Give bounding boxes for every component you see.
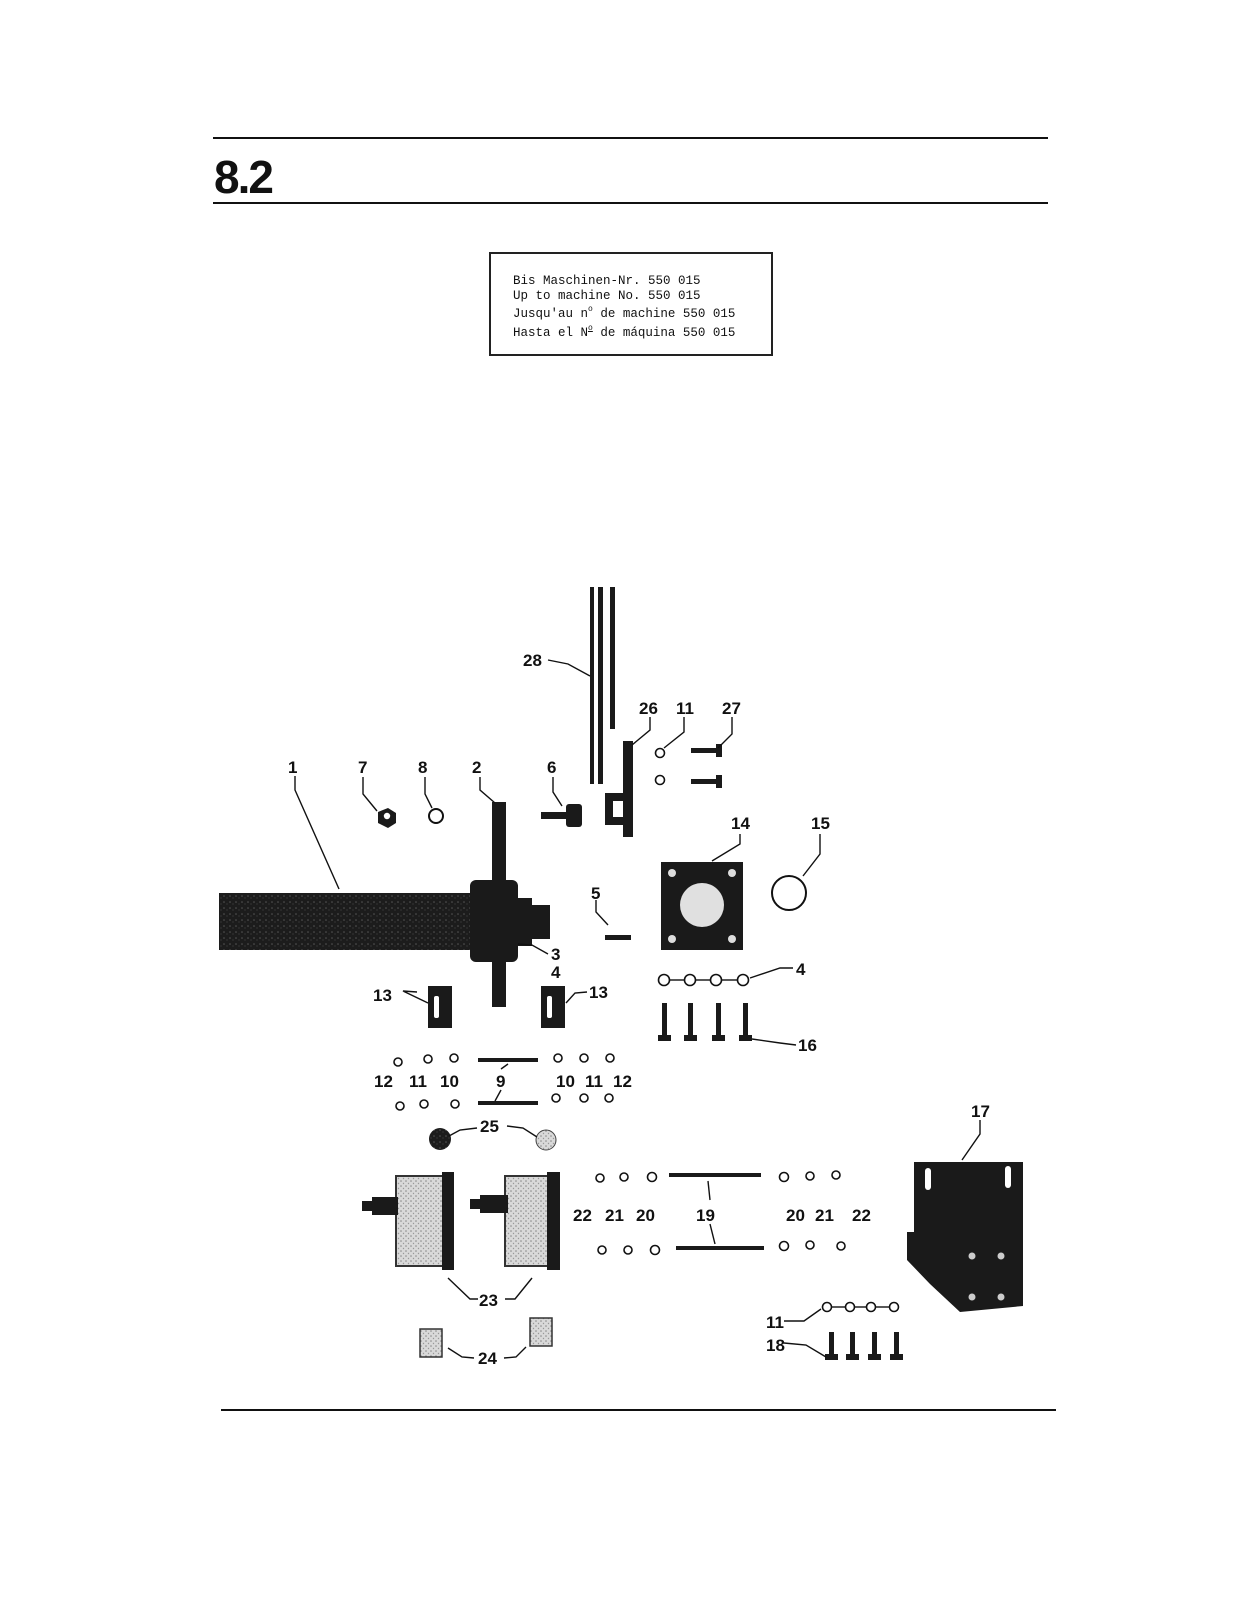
part-11-top-washers xyxy=(654,747,666,786)
label-23: 23 xyxy=(479,1291,498,1310)
label-13-right: 13 xyxy=(589,983,608,1002)
label-4-right: 4 xyxy=(796,960,806,979)
label-24: 24 xyxy=(478,1349,497,1368)
label-18: 18 xyxy=(766,1336,785,1355)
label-3: 3 xyxy=(551,945,560,964)
part-5-key xyxy=(605,935,631,940)
label-25: 25 xyxy=(480,1117,499,1136)
part-1-tube xyxy=(219,893,481,950)
parts-10-12-washers xyxy=(393,1053,615,1111)
label-27: 27 xyxy=(722,699,741,718)
label-15: 15 xyxy=(811,814,830,833)
part-9-bars xyxy=(478,1058,538,1105)
part-13-clamps xyxy=(428,986,565,1028)
label-20-right: 20 xyxy=(786,1206,805,1225)
part-23-valve-blocks xyxy=(362,1172,560,1270)
label-17: 17 xyxy=(971,1102,990,1121)
label-11-top: 11 xyxy=(676,699,694,718)
label-20-left: 20 xyxy=(636,1206,655,1225)
part-14-flange-plate xyxy=(661,862,743,950)
note-line-de: Bis Maschinen-Nr. 550 015 xyxy=(513,274,701,288)
label-12-left: 12 xyxy=(374,1072,393,1091)
label-12-right: 12 xyxy=(613,1072,632,1091)
label-21-right: 21 xyxy=(815,1206,834,1225)
section-number: 8.2 xyxy=(214,151,274,203)
bottom-rule xyxy=(221,1409,1056,1411)
part-16-screws xyxy=(658,1003,752,1041)
label-28: 28 xyxy=(523,651,542,670)
part-19-bars xyxy=(669,1173,764,1250)
leader-lines xyxy=(294,659,981,1359)
label-2: 2 xyxy=(472,758,481,777)
part-25-balls xyxy=(429,1128,557,1151)
label-11-right: 11 xyxy=(585,1072,603,1091)
header-rule xyxy=(213,202,1048,204)
note-line-es: Hasta el No de máquina 550 015 xyxy=(513,323,736,340)
parts-20-22-washers xyxy=(595,1170,846,1256)
label-22-right: 22 xyxy=(852,1206,871,1225)
part-7-nut xyxy=(378,808,396,828)
label-26: 26 xyxy=(639,699,658,718)
part-18-screws xyxy=(825,1332,903,1360)
note-line-en: Up to machine No. 550 015 xyxy=(513,288,701,303)
part-27-screws xyxy=(691,744,722,788)
note-line-fr: Jusqu'au no de machine 550 015 xyxy=(513,305,736,321)
label-6: 6 xyxy=(547,758,556,777)
part-11-bottom-washers xyxy=(821,1301,900,1313)
label-5: 5 xyxy=(591,884,600,903)
machine-number-note: Bis Maschinen-Nr. 550 015 Up to machine … xyxy=(489,252,773,356)
label-11-bottom: 11 xyxy=(766,1313,784,1332)
part-labels: 1 7 8 2 6 28 26 11 27 14 15 5 3 4 4 13 1… xyxy=(288,651,990,1368)
part-15-seal-ring xyxy=(771,875,807,911)
label-4-left: 4 xyxy=(551,963,561,982)
label-21-left: 21 xyxy=(605,1206,624,1225)
label-22-left: 22 xyxy=(573,1206,592,1225)
part-2-hub-plate xyxy=(470,802,550,1007)
part-24-fittings xyxy=(419,1317,553,1358)
label-13-left: 13 xyxy=(373,986,392,1005)
part-28-rods xyxy=(590,587,615,784)
label-9: 9 xyxy=(496,1072,505,1091)
label-10-left: 10 xyxy=(440,1072,459,1091)
part-26-bracket xyxy=(605,741,633,837)
label-1: 1 xyxy=(288,758,297,777)
label-11-left: 11 xyxy=(409,1072,427,1091)
top-rule xyxy=(213,137,1048,139)
label-10-right: 10 xyxy=(556,1072,575,1091)
label-14: 14 xyxy=(731,814,750,833)
part-17-mounting-bracket xyxy=(907,1162,1023,1312)
part-8-washer xyxy=(428,808,444,824)
label-7: 7 xyxy=(358,758,367,777)
label-16: 16 xyxy=(798,1036,817,1055)
label-8: 8 xyxy=(418,758,427,777)
label-19: 19 xyxy=(696,1206,715,1225)
part-6-pin xyxy=(541,804,582,827)
part-4-washers xyxy=(657,973,750,987)
